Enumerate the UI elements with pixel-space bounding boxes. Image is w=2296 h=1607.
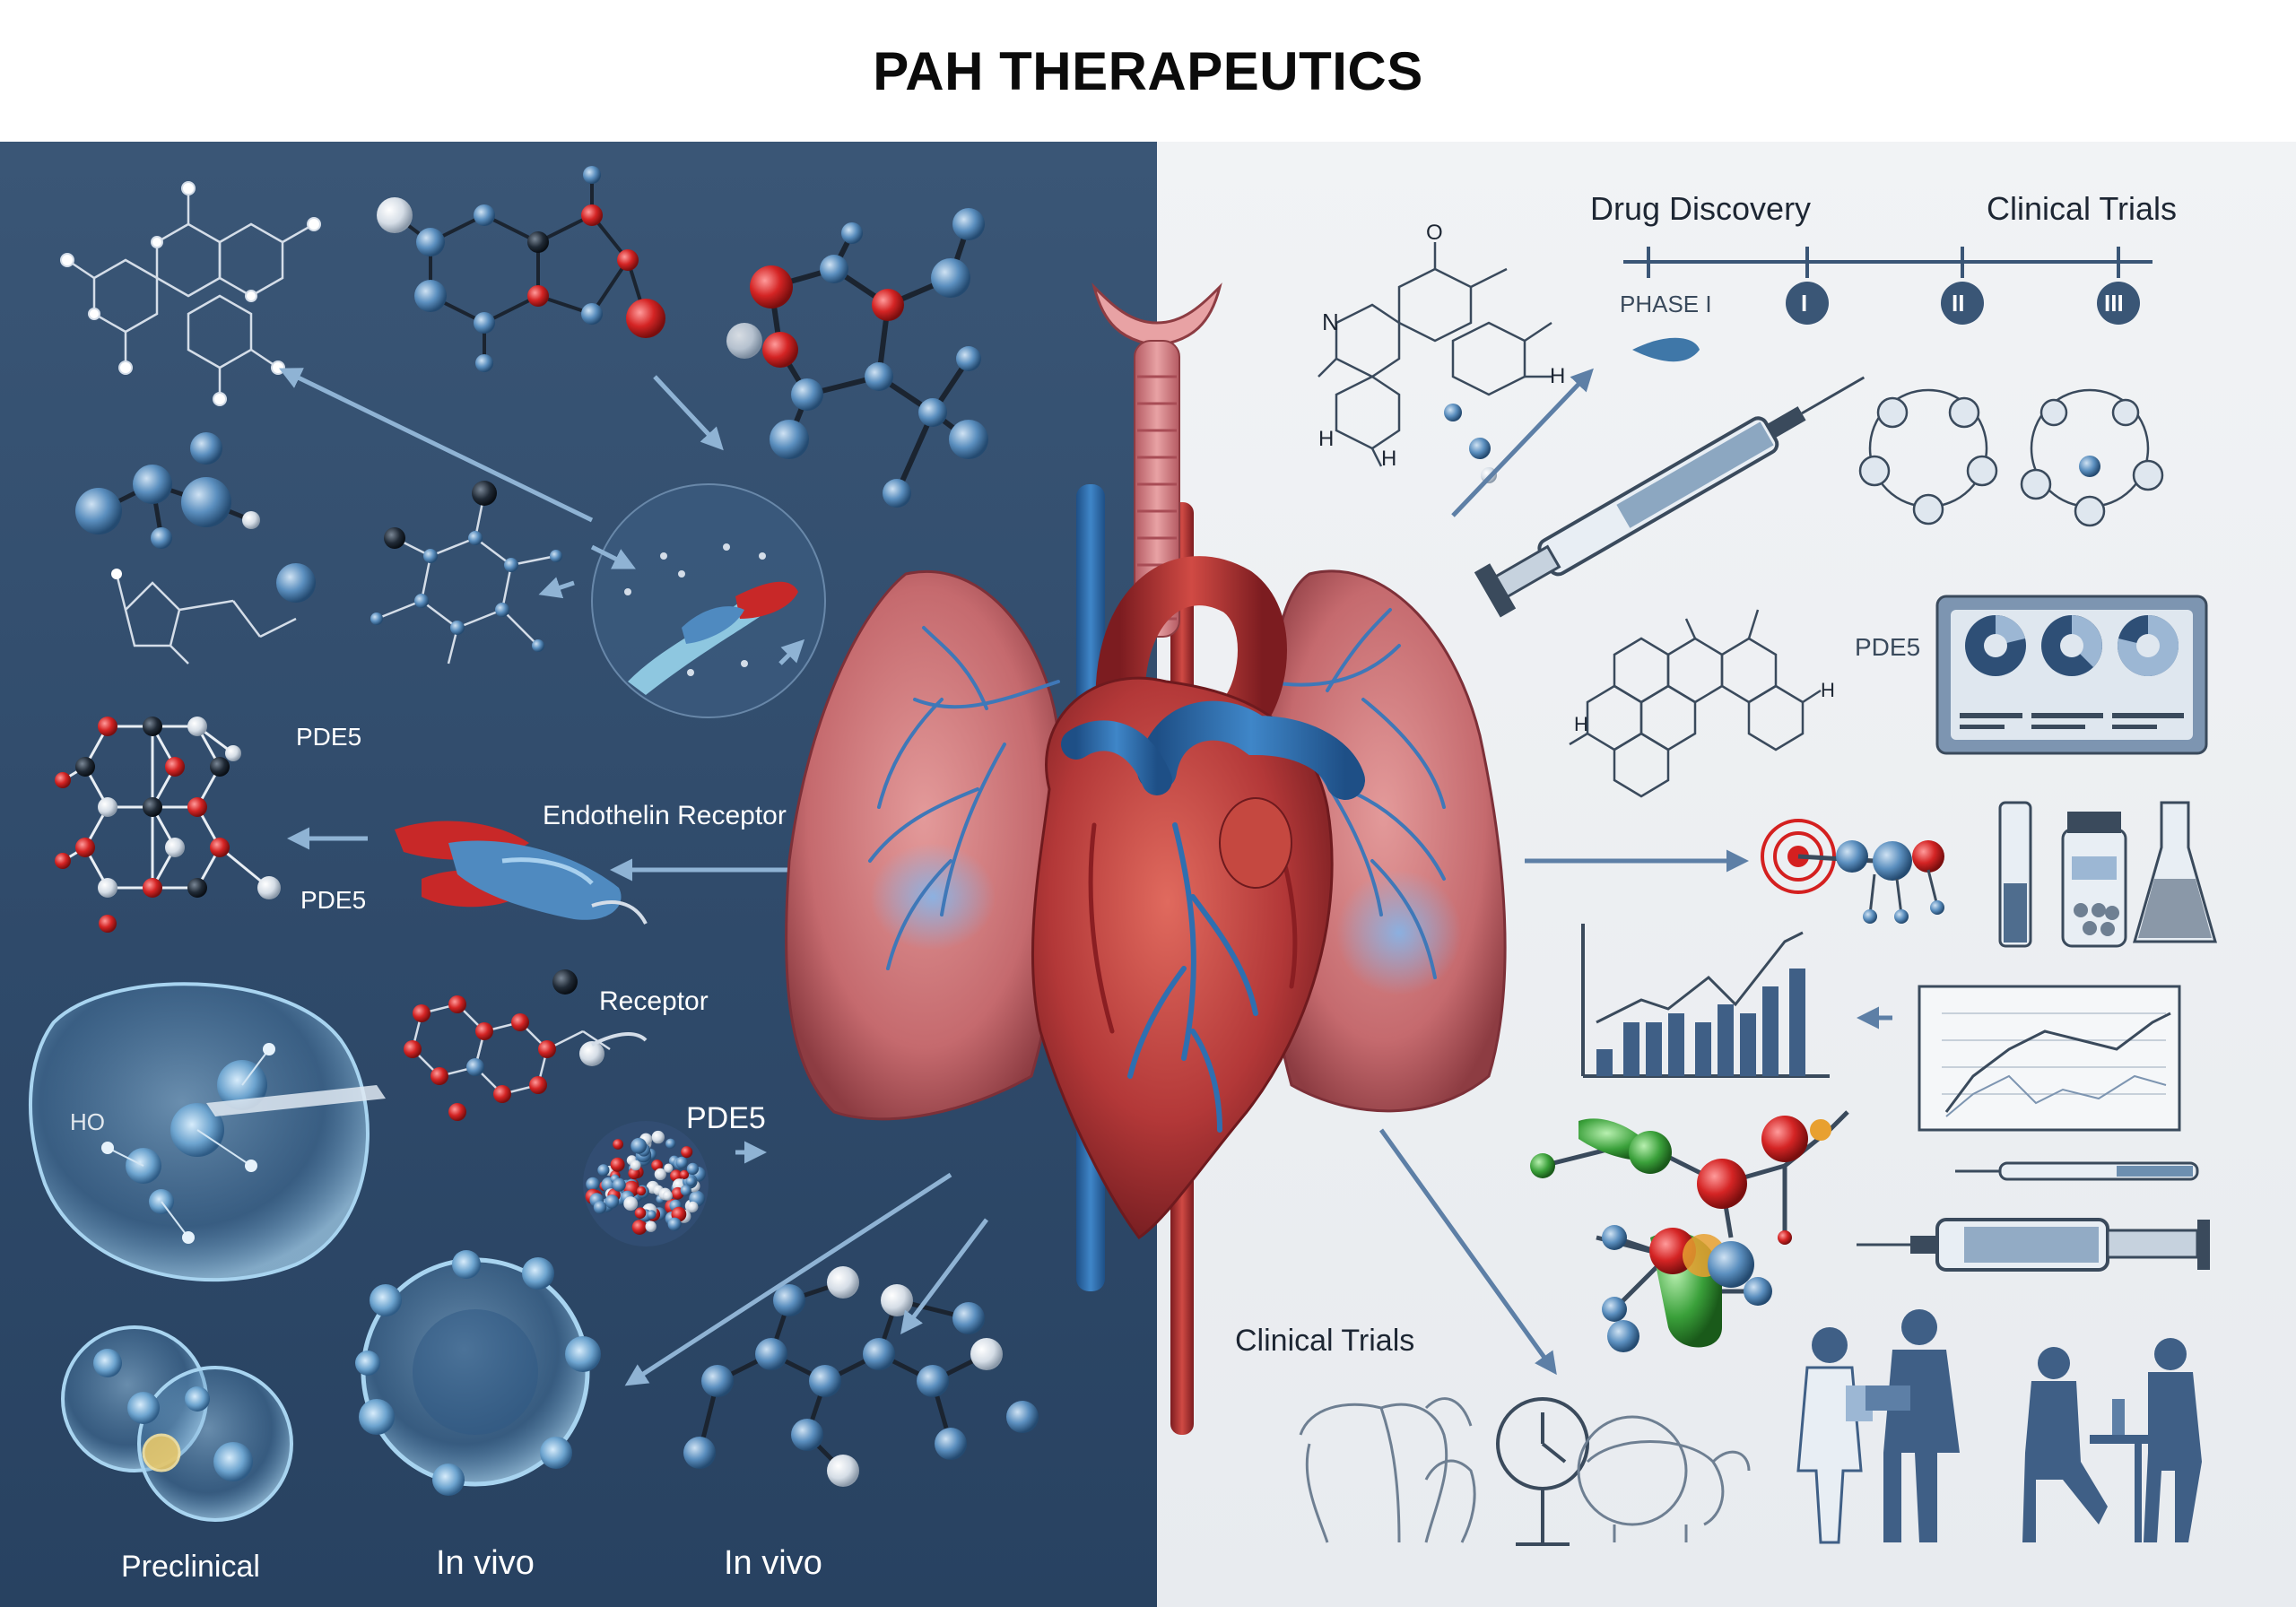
target-icon — [1761, 819, 1944, 924]
page-title: PAH THERAPEUTICS — [873, 40, 1423, 101]
cell-icon — [28, 982, 386, 1282]
molecule-icon — [1569, 609, 1822, 798]
pde5-cluster-atom — [647, 1210, 657, 1220]
label-pde5-mid: PDE5 — [300, 886, 367, 914]
pde5-cluster-atom — [604, 1194, 620, 1209]
pde5-cluster-atom — [686, 1162, 700, 1175]
atom-label-o: O — [1426, 221, 1443, 245]
pill-icon — [1632, 337, 1700, 362]
pde5-cluster-atom — [645, 1220, 657, 1232]
label-receptor: Receptor — [599, 986, 709, 1016]
pde5-cluster-atom — [664, 1163, 674, 1173]
label-clinical-trials-bottom: Clinical Trials — [1235, 1324, 1415, 1358]
molecule-icon — [370, 481, 562, 665]
label-pde5-top: PDE5 — [296, 723, 362, 751]
binding-site-icon — [591, 483, 826, 718]
molecule-icon — [683, 1266, 1039, 1487]
bar-chart-icon — [1581, 924, 1830, 1078]
pde5-cluster-atom — [636, 1186, 647, 1196]
endothelin-receptor-icon — [395, 821, 648, 925]
label-in-vivo-1: In vivo — [436, 1544, 535, 1582]
atom-label-n: N — [1322, 308, 1339, 335]
molecule-icon — [1444, 404, 1497, 483]
molecule-icon — [726, 208, 988, 508]
molecule-icon — [60, 181, 321, 406]
pde5-cluster-atom — [667, 1217, 682, 1231]
label-in-vivo-2: In vivo — [724, 1544, 822, 1582]
molecule-icon — [75, 432, 260, 549]
line-chart-panel — [1918, 985, 2181, 1132]
pde5-cluster-atom — [651, 1130, 665, 1144]
people-icon — [1796, 1309, 2202, 1544]
pde5-cluster-atom — [612, 1177, 626, 1192]
atom-label-h-3: H — [1550, 364, 1566, 388]
label-pde5-right: PDE5 — [1855, 633, 1921, 661]
pde5-cluster-atom — [679, 1169, 690, 1179]
dashboard-monitor-icon — [1935, 595, 2208, 755]
label-phase-iii-badge: III — [2104, 290, 2124, 317]
label-endothelin-receptor: Endothelin Receptor — [543, 801, 787, 830]
vial-icon — [1998, 801, 2217, 948]
pde5-cluster-atom — [610, 1157, 625, 1172]
pde5-cluster-atom — [685, 1176, 696, 1186]
pde5-cluster-atom — [630, 1160, 641, 1171]
pde5-cluster-atom — [613, 1139, 623, 1150]
label-pde5-low: PDE5 — [686, 1101, 766, 1135]
molecule-icon — [55, 717, 281, 933]
animal-icon — [1577, 1415, 1751, 1542]
atom-label-h-1: H — [1318, 427, 1335, 451]
pathway-ring-icon — [1868, 388, 2150, 508]
molecule-icon — [377, 166, 665, 372]
clock-icon — [1496, 1397, 1589, 1546]
pde5-cluster-atom — [687, 1201, 699, 1212]
pde5-cluster-atom — [681, 1146, 693, 1159]
pde5-cluster-atom — [634, 1207, 647, 1219]
title-bar: PAH THERAPEUTICS — [0, 0, 2296, 142]
pde5-cluster-atom — [623, 1196, 639, 1212]
atom-label-h-5: H — [1821, 679, 1835, 701]
pde5-cluster-atom — [654, 1168, 666, 1180]
pde5-cluster-atom — [665, 1138, 676, 1149]
cell-icon — [355, 1250, 601, 1496]
syringe-icon — [1857, 1161, 2210, 1272]
pde5-cluster-atom — [628, 1167, 640, 1180]
pde5-cluster-icon — [583, 1121, 709, 1247]
label-phase-1: PHASE I — [1620, 291, 1712, 317]
phase-ii-badge — [1941, 282, 1984, 325]
pathway-ring-icon — [1858, 396, 2164, 527]
heart-lungs-illustration — [785, 282, 1507, 1435]
atom-label-h-2: H — [1381, 447, 1397, 471]
pde5-cluster-atom — [597, 1164, 610, 1177]
pde5-cluster-atom — [586, 1177, 600, 1192]
label-drug-discovery: Drug Discovery — [1590, 190, 1812, 227]
label-phase-i-badge: I — [1801, 290, 1808, 317]
molecule-icon — [115, 573, 297, 665]
atom-label-h-4: H — [1574, 713, 1588, 735]
pde5-cluster-atom — [631, 1137, 648, 1154]
pde5-cluster-atom — [680, 1185, 691, 1196]
pde5-cluster-atom — [651, 1160, 663, 1171]
pde5-cluster-atom — [662, 1190, 673, 1201]
molecule-icon — [1318, 242, 1552, 467]
molecule-icon — [1530, 1110, 1849, 1352]
cell-icon — [61, 1325, 293, 1522]
label-phase-ii-badge: II — [1952, 290, 1965, 317]
pde5-cluster-atom — [593, 1201, 607, 1214]
phase-i-badge — [1786, 282, 1829, 325]
label-preclinical: Preclinical — [121, 1550, 260, 1584]
animal-icon — [1299, 1397, 1476, 1543]
atom-label-ho: HO — [70, 1108, 105, 1135]
label-clinical-trials-top: Clinical Trials — [1987, 190, 2178, 227]
molecule-icon — [404, 969, 648, 1121]
pde5-cluster-atom — [631, 1220, 648, 1235]
phase-timeline — [1623, 247, 2152, 325]
flow-arrows-left — [279, 368, 988, 1386]
pde5-cluster-atom — [675, 1156, 688, 1168]
flow-arrows-right — [1378, 368, 1892, 1376]
phase-iii-badge — [2097, 282, 2140, 325]
syringe-icon — [1474, 376, 1866, 618]
